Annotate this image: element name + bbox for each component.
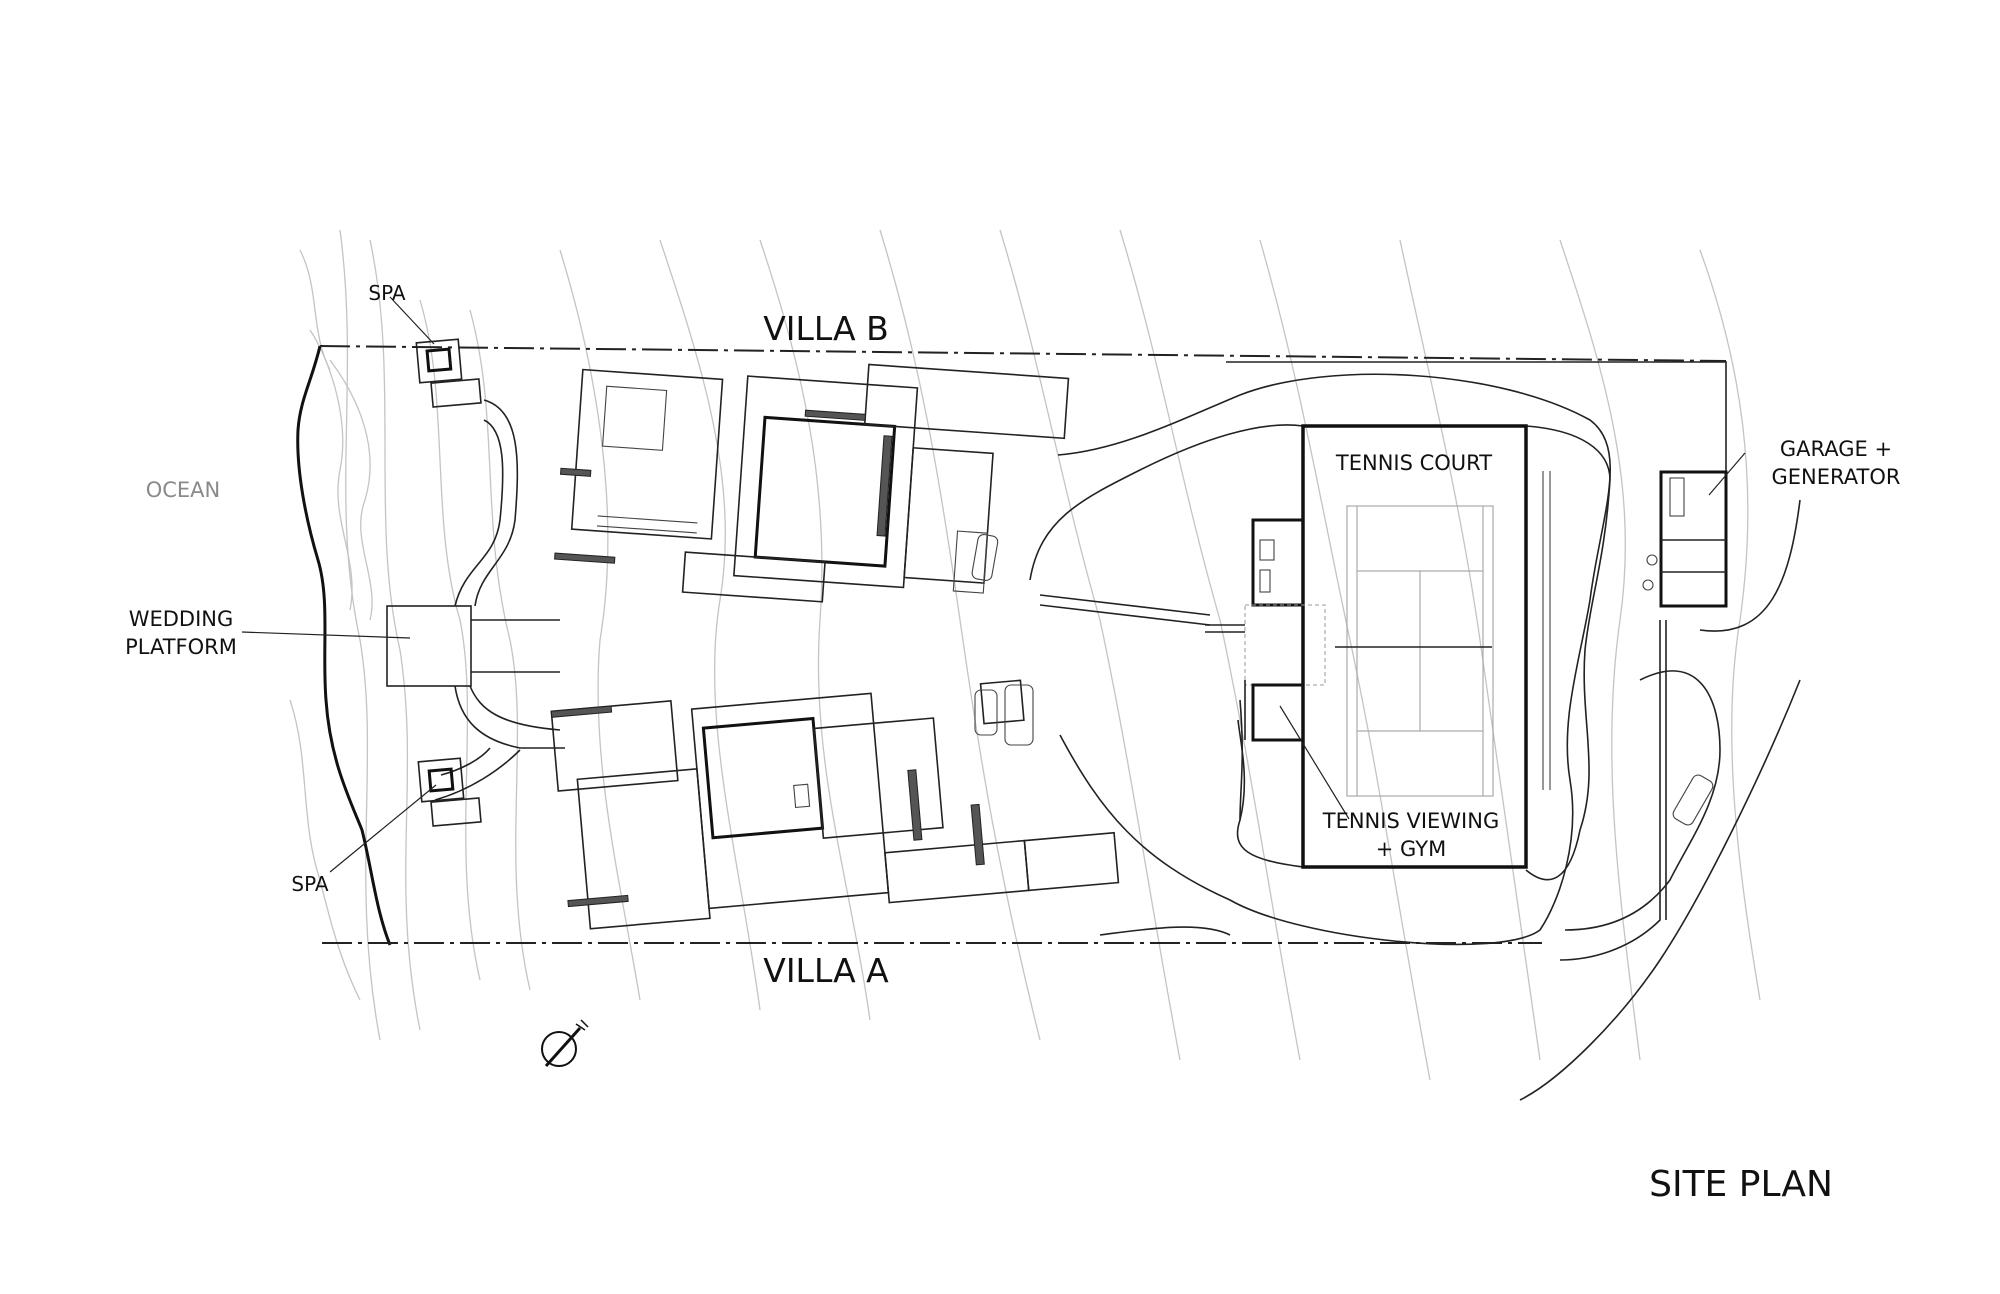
label-garage-2: GENERATOR bbox=[1772, 465, 1901, 489]
label-spa-top: SPA bbox=[368, 281, 405, 305]
east-wall bbox=[1226, 361, 1727, 472]
tennis-court-enclosure bbox=[1301, 424, 1528, 869]
spa-bottom bbox=[417, 757, 482, 827]
villa-b-walk bbox=[1039, 594, 1211, 616]
driveway-loop-outer bbox=[1057, 373, 1611, 946]
label-tennis-viewing-1: TENNIS VIEWING bbox=[1322, 809, 1499, 833]
label-wedding-platform-2: PLATFORM bbox=[125, 635, 237, 659]
label-villa-b: VILLA B bbox=[763, 309, 889, 348]
label-ocean: OCEAN bbox=[146, 478, 221, 502]
service-road bbox=[1559, 620, 1661, 961]
villa-a-footprint bbox=[550, 679, 1120, 930]
garage-building bbox=[1642, 470, 1728, 608]
leader-lines bbox=[241, 296, 1746, 873]
driveway-spur bbox=[1564, 670, 1721, 931]
tennis-viewing-gym-building bbox=[1205, 518, 1326, 821]
paths bbox=[434, 399, 565, 801]
terrain-contours bbox=[289, 229, 1761, 1081]
label-garage-1: GARAGE + bbox=[1780, 437, 1892, 461]
villa-b-footprint bbox=[554, 363, 1070, 603]
label-spa-bottom: SPA bbox=[291, 872, 328, 896]
drawing-title: SITE PLAN bbox=[1649, 1164, 1833, 1205]
label-wedding-platform-1: WEDDING bbox=[129, 607, 234, 631]
parked-cars-villa-a bbox=[971, 533, 1034, 746]
wedding-platform bbox=[386, 605, 472, 687]
label-tennis-court: TENNIS COURT bbox=[1335, 451, 1492, 475]
spa-top bbox=[415, 338, 482, 408]
north-arrow-icon bbox=[541, 1019, 589, 1068]
garage-drive bbox=[1699, 499, 1801, 632]
label-tennis-viewing-2: + GYM bbox=[1376, 837, 1446, 861]
tennis-court-lines bbox=[1335, 505, 1494, 797]
access-road bbox=[1519, 679, 1801, 1101]
retaining-wall bbox=[1099, 926, 1231, 936]
parked-car bbox=[1672, 774, 1714, 826]
shoreline bbox=[296, 345, 392, 946]
villa-b-walk-edge bbox=[1039, 604, 1211, 626]
property-line-north bbox=[319, 345, 1727, 362]
label-villa-a: VILLA A bbox=[763, 951, 889, 990]
